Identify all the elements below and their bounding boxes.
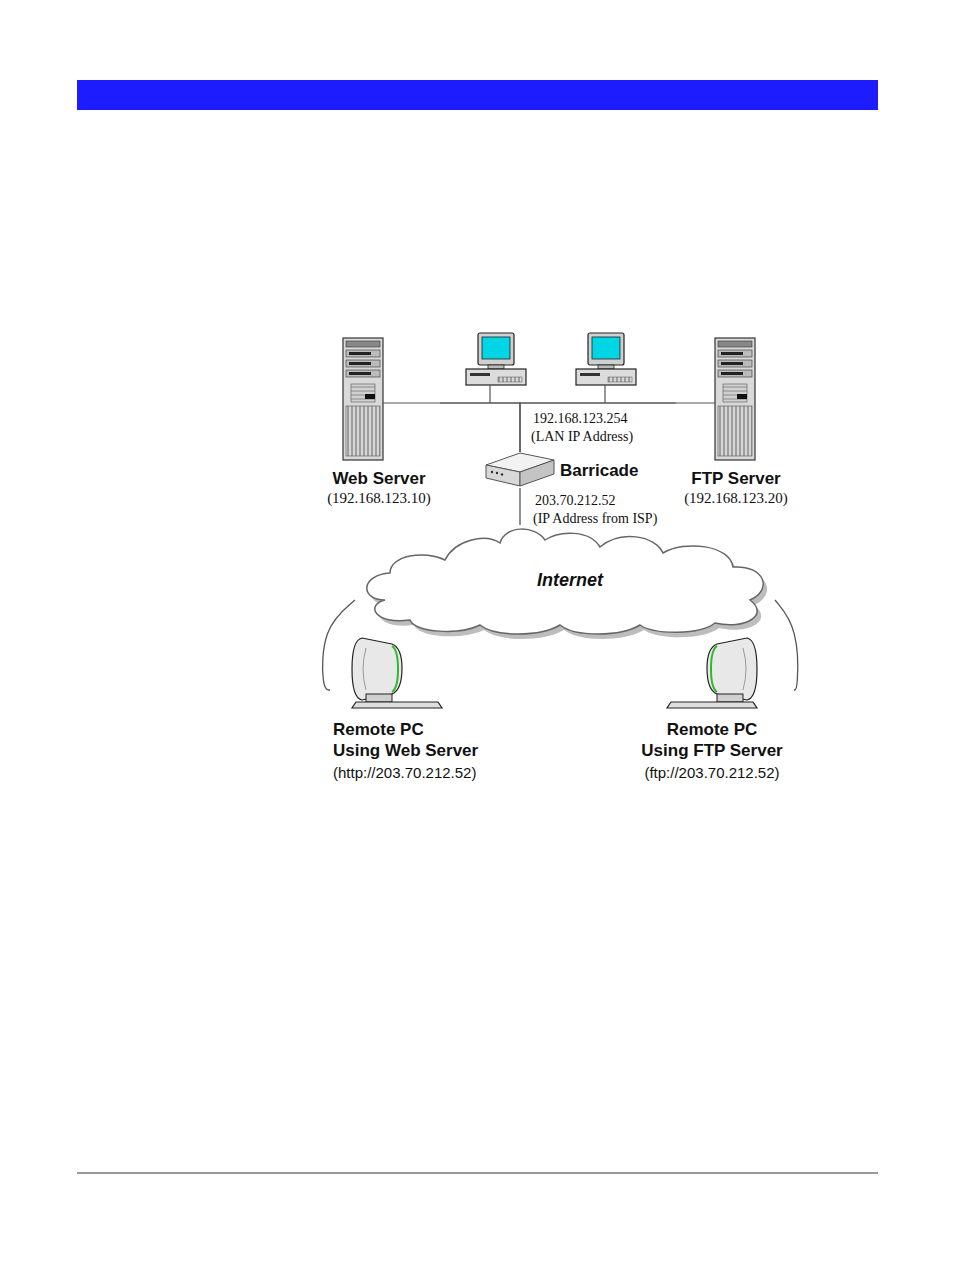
node-text: Internet xyxy=(537,569,603,591)
header-bar xyxy=(77,80,878,110)
barricade-icon xyxy=(486,453,554,486)
internet-cloud: Internet xyxy=(355,525,775,635)
router-node: Barricade xyxy=(484,452,644,488)
node-text: (192.168.123.20) xyxy=(684,489,788,508)
server-node: FTP Server(192.168.123.20) xyxy=(676,336,796,508)
lan-pc-icon xyxy=(576,333,636,385)
remote-pc-icon xyxy=(667,638,757,708)
node-text: Remote PC xyxy=(333,719,424,740)
network-cable xyxy=(520,403,676,452)
ftp-server-icon xyxy=(715,338,755,460)
node-text: (ftp://203.70.212.52) xyxy=(644,763,779,782)
lan-wire xyxy=(676,402,715,403)
address-label: 192.168.123.254 xyxy=(533,410,628,427)
remote-pc-icon xyxy=(352,638,442,708)
node-text: (http://203.70.212.52) xyxy=(333,763,476,782)
lan-wire xyxy=(604,385,605,403)
web-server-icon xyxy=(343,338,383,460)
server-node: Web Server(192.168.123.10) xyxy=(318,336,440,508)
address-label: 203.70.212.52 xyxy=(535,492,616,509)
node-text: (192.168.123.10) xyxy=(327,489,431,508)
node-text: Barricade xyxy=(560,460,638,481)
node-text: Using Web Server xyxy=(333,740,478,761)
node-text: Web Server xyxy=(332,468,425,489)
network-cable xyxy=(323,600,355,690)
remote-pc-node: Remote PCUsing Web Server (http://203.70.… xyxy=(330,640,492,782)
address-label: (LAN IP Address) xyxy=(531,428,633,445)
address-label: (IP Address from ISP) xyxy=(533,510,657,527)
node-text: FTP Server xyxy=(691,468,780,489)
remote-pc-node: Remote PCUsing FTP Server (ftp://203.70.2… xyxy=(630,640,794,782)
network-cable xyxy=(440,403,520,452)
lan-pc-icon xyxy=(466,333,526,385)
network-cable xyxy=(775,600,798,690)
cloud-shape xyxy=(367,529,763,634)
lan-wire xyxy=(383,402,440,403)
node-text: Using FTP Server xyxy=(641,740,782,761)
node-text: Remote PC xyxy=(667,719,758,740)
lan-wire xyxy=(489,385,490,403)
footer-rule xyxy=(77,1173,878,1174)
network-cable xyxy=(519,488,520,525)
